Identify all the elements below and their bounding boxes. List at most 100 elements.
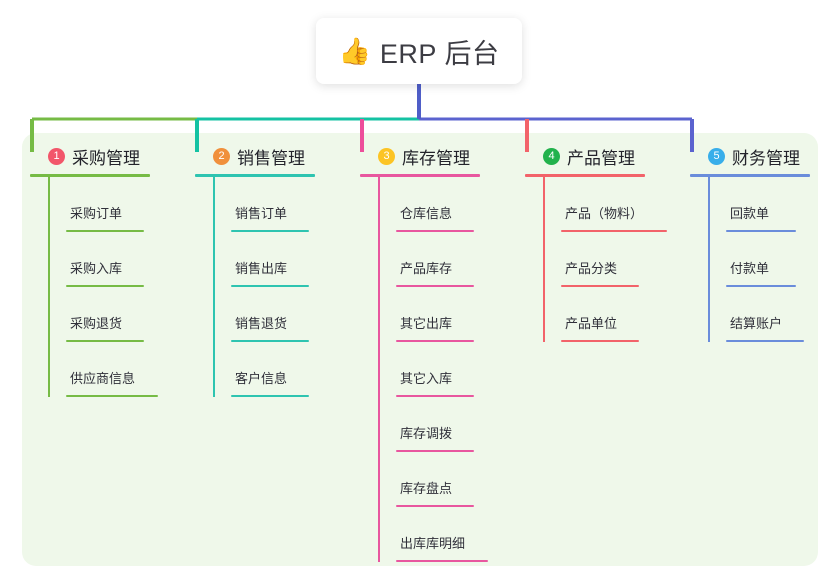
branch-spine-4 (543, 177, 545, 342)
root-title: ERP 后台 (379, 38, 500, 69)
root-node[interactable]: 👍 ERP 后台 (316, 18, 522, 84)
branch-items-5: 回款单付款单结算账户 (690, 177, 810, 342)
branch-title-5: 财务管理 (732, 148, 800, 168)
leaf-item[interactable]: 客户信息 (213, 342, 315, 397)
leaf-item-label: 付款单 (730, 261, 770, 276)
leaf-item[interactable]: 产品（物料） (543, 177, 667, 232)
leaf-item-underline (726, 340, 804, 342)
branch-items-2: 销售订单销售出库销售退货客户信息 (195, 177, 315, 397)
leaf-item-underline (231, 395, 309, 397)
leaf-item-underline (231, 230, 309, 232)
leaf-item-underline (396, 560, 488, 562)
leaf-item-underline (396, 230, 474, 232)
branch-title-1: 采购管理 (72, 148, 140, 168)
branch-column-1: 1 采购管理采购订单采购入库采购退货供应商信息 (30, 144, 158, 397)
leaf-item-underline (396, 285, 474, 287)
leaf-item-label: 采购退货 (70, 316, 123, 331)
leaf-item-label: 回款单 (730, 206, 770, 221)
leaf-item-underline (66, 340, 144, 342)
leaf-item[interactable]: 结算账户 (708, 287, 810, 342)
leaf-item-label: 销售退货 (235, 316, 288, 331)
thumbs-up-icon: 👍 (338, 36, 371, 66)
leaf-item-label: 其它出库 (400, 316, 453, 331)
branch-spine-1 (48, 177, 50, 397)
leaf-item-label: 销售订单 (235, 206, 288, 221)
leaf-item[interactable]: 仓库信息 (378, 177, 480, 232)
leaf-item[interactable]: 库存调拨 (378, 397, 480, 452)
leaf-item-label: 产品库存 (400, 261, 453, 276)
branch-badge-3: 3 (378, 147, 395, 165)
branch-underline-4 (525, 174, 645, 177)
branch-header-4[interactable]: 4 产品管理 (525, 144, 645, 168)
branch-title-3: 库存管理 (402, 148, 470, 168)
leaf-item[interactable]: 产品单位 (543, 287, 645, 342)
leaf-item-underline (396, 395, 474, 397)
leaf-item-label: 仓库信息 (400, 206, 453, 221)
leaf-item[interactable]: 产品分类 (543, 232, 645, 287)
leaf-item-underline (396, 505, 474, 507)
leaf-item-underline (561, 230, 667, 232)
leaf-item-underline (396, 340, 474, 342)
branch-title-2: 销售管理 (237, 148, 305, 168)
branch-header-2[interactable]: 2 销售管理 (195, 144, 315, 168)
leaf-item[interactable]: 销售退货 (213, 287, 315, 342)
leaf-item-label: 库存调拨 (400, 426, 453, 441)
leaf-item-underline (66, 285, 144, 287)
leaf-item[interactable]: 其它出库 (378, 287, 480, 342)
leaf-item[interactable]: 付款单 (708, 232, 810, 287)
leaf-item-underline (231, 285, 309, 287)
leaf-item-label: 产品分类 (565, 261, 618, 276)
branch-badge-2: 2 (213, 147, 230, 165)
leaf-item-underline (726, 285, 796, 287)
branch-header-5[interactable]: 5 财务管理 (690, 144, 810, 168)
leaf-item-label: 出库库明细 (400, 536, 466, 551)
leaf-item[interactable]: 销售出库 (213, 232, 315, 287)
leaf-item-label: 供应商信息 (70, 371, 136, 386)
branch-column-2: 2 销售管理销售订单销售出库销售退货客户信息 (195, 144, 315, 397)
leaf-item-underline (231, 340, 309, 342)
leaf-item-label: 客户信息 (235, 371, 288, 386)
branch-underline-1 (30, 174, 150, 177)
branch-spine-3 (378, 177, 380, 562)
branch-items-4: 产品（物料） 产品分类产品单位 (525, 177, 667, 342)
leaf-item[interactable]: 采购退货 (48, 287, 150, 342)
leaf-item-underline (66, 230, 144, 232)
branch-badge-1: 1 (48, 147, 65, 165)
branch-spine-2 (213, 177, 215, 397)
branch-underline-5 (690, 174, 810, 177)
branch-underline-2 (195, 174, 315, 177)
branch-items-3: 仓库信息产品库存其它出库其它入库库存调拨库存盘点出库库明细 (360, 177, 488, 562)
leaf-item[interactable]: 采购订单 (48, 177, 150, 232)
leaf-item-label: 销售出库 (235, 261, 288, 276)
branch-header-3[interactable]: 3 库存管理 (360, 144, 480, 168)
leaf-item[interactable]: 供应商信息 (48, 342, 158, 397)
leaf-item-underline (66, 395, 158, 397)
branch-column-3: 3 库存管理仓库信息产品库存其它出库其它入库库存调拨库存盘点出库库明细 (360, 144, 488, 562)
branch-underline-3 (360, 174, 480, 177)
branch-badge-4: 4 (543, 147, 560, 165)
branch-header-1[interactable]: 1 采购管理 (30, 144, 150, 168)
leaf-item-label: 库存盘点 (400, 481, 453, 496)
leaf-item[interactable]: 销售订单 (213, 177, 315, 232)
leaf-item-label: 结算账户 (730, 316, 783, 331)
leaf-item[interactable]: 库存盘点 (378, 452, 480, 507)
leaf-item-label: 产品单位 (565, 316, 618, 331)
leaf-item-underline (726, 230, 796, 232)
leaf-item[interactable]: 出库库明细 (378, 507, 488, 562)
leaf-item-underline (561, 285, 639, 287)
branches-panel (22, 133, 818, 566)
leaf-item-underline (561, 340, 639, 342)
leaf-item[interactable]: 产品库存 (378, 232, 480, 287)
leaf-item[interactable]: 回款单 (708, 177, 810, 232)
branch-title-4: 产品管理 (567, 148, 635, 168)
leaf-item[interactable]: 采购入库 (48, 232, 150, 287)
leaf-item-label: 采购订单 (70, 206, 123, 221)
branch-badge-5: 5 (708, 147, 725, 165)
branch-column-5: 5 财务管理回款单付款单结算账户 (690, 144, 810, 342)
branch-column-4: 4 产品管理产品（物料） 产品分类产品单位 (525, 144, 667, 342)
leaf-item-underline (396, 450, 474, 452)
leaf-item[interactable]: 其它入库 (378, 342, 480, 397)
branch-spine-5 (708, 177, 710, 342)
leaf-item-label: 其它入库 (400, 371, 453, 386)
